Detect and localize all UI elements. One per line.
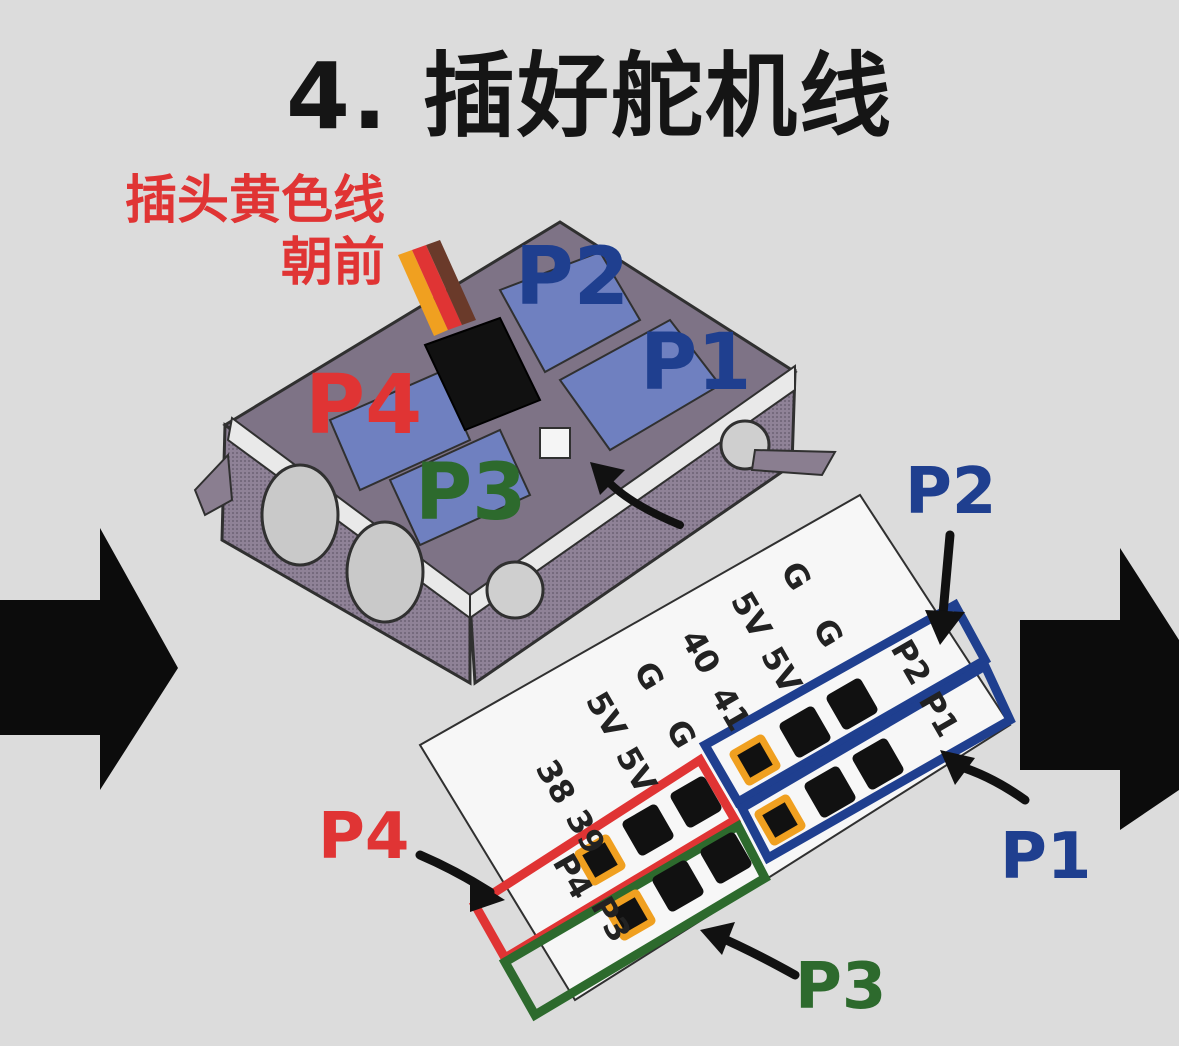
robot-body xyxy=(193,220,837,686)
instruction-line-2: 朝前 xyxy=(280,233,385,293)
box-label-p1: P1 xyxy=(640,318,752,408)
pin-array xyxy=(574,678,904,941)
port-p2-outline xyxy=(698,598,992,809)
port-label-p4: P4 xyxy=(318,800,410,874)
box-label-p3: P3 xyxy=(415,448,527,538)
servo-p2 xyxy=(498,250,642,374)
left-arrow-icon xyxy=(0,528,178,790)
port-p1-outline xyxy=(736,659,1016,865)
box-label-p4: P4 xyxy=(305,358,423,453)
servo-p4 xyxy=(328,370,472,492)
port-label-p1: P1 xyxy=(1000,820,1092,894)
box-label-p2: P2 xyxy=(515,230,630,323)
port-p4-outline xyxy=(468,753,742,965)
instruction-line-1: 插头黄色线 xyxy=(124,171,385,231)
port-label-p2: P2 xyxy=(905,455,997,529)
servo-p3 xyxy=(388,428,532,547)
port-label-p3: P3 xyxy=(795,950,887,1024)
page-title: 4. 插好舵机线 xyxy=(286,43,893,150)
center-block xyxy=(539,427,571,459)
right-arrow-icon xyxy=(1020,548,1179,830)
servo-p1 xyxy=(558,318,722,452)
port-p3-outline xyxy=(498,819,771,1022)
servo-plug xyxy=(398,240,542,432)
instruction-note: 插头黄色线 朝前 xyxy=(50,170,385,294)
